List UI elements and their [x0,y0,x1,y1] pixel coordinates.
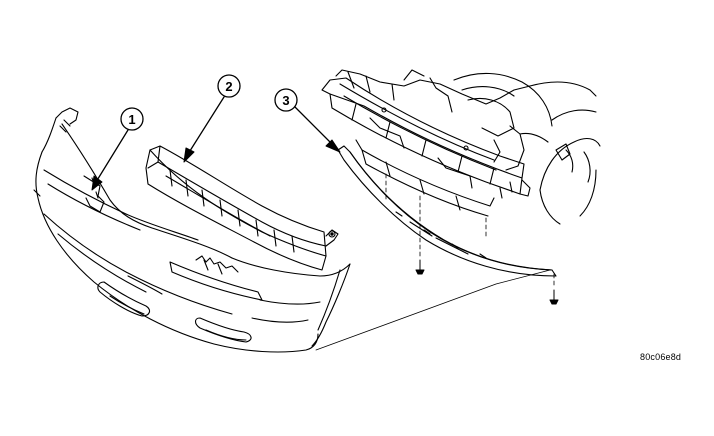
callout-3-label: 3 [282,93,289,108]
vehicle-front-structure [321,69,601,225]
callout-2: 2 [183,74,241,163]
fascia-to-deflector-line [315,269,551,351]
air-dam-deflector [337,145,557,277]
alignment-lines [385,173,555,289]
front-fascia [33,107,351,353]
fasteners [330,232,559,305]
callout-1-label: 1 [128,112,135,127]
figure-code: 80c06e8d [640,352,682,362]
callout-3: 3 [274,88,341,153]
callout-2-label: 2 [225,79,232,94]
energy-absorber [145,145,339,271]
callout-1: 1 [91,107,144,191]
